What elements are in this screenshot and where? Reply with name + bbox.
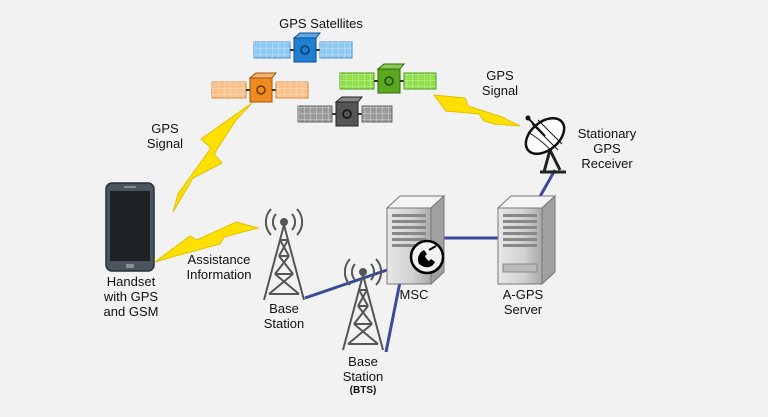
satellite-blue [253, 32, 353, 63]
satellite-orange [211, 72, 309, 103]
base-station-label: Base Station [263, 301, 305, 331]
bts-tower [342, 258, 384, 351]
cell-tower-icon [342, 258, 384, 351]
satellite-gray [297, 96, 393, 127]
cell-tower-icon [263, 208, 305, 301]
handset-label: Handset with GPS and GSM [103, 274, 159, 319]
agps-server-label: A-GPS Server [502, 287, 544, 317]
server-icon [496, 194, 557, 286]
satellite-gray-icon [297, 96, 393, 127]
phone-icon [409, 239, 445, 275]
link-server-to-receiver [536, 169, 557, 201]
assistance-information-label: Assistance Information [186, 252, 252, 282]
stationary-gps-receiver [524, 115, 566, 174]
gps-satellites-label: GPS Satellites [279, 16, 363, 31]
agps-server [496, 194, 557, 286]
lightning-bolt-icon [432, 94, 521, 127]
assistance-signal-bolt [154, 221, 260, 263]
satellite-green-icon [339, 63, 437, 94]
satellite-orange-icon [211, 72, 309, 103]
gps-signal-bolt-left [172, 102, 253, 213]
satellite-dish-icon [524, 115, 566, 174]
lightning-bolt-icon [172, 102, 253, 213]
bts-label: Base Station (BTS) [342, 354, 384, 396]
base-station-tower [263, 208, 305, 301]
msc-label: MSC [399, 287, 429, 302]
msc-server [385, 194, 446, 286]
gps-signal-right-label: GPS Signal [481, 68, 519, 98]
link-bts-to-msc [384, 271, 404, 353]
smartphone-icon [105, 182, 155, 272]
gps-signal-left-label: GPS Signal [146, 121, 184, 151]
gps-signal-bolt-right [432, 94, 521, 127]
satellite-blue-icon [253, 32, 353, 63]
satellite-green [339, 63, 437, 94]
handset [105, 182, 155, 272]
stationary-receiver-label: Stationary GPS Receiver [577, 126, 637, 171]
lightning-bolt-icon [154, 221, 260, 263]
